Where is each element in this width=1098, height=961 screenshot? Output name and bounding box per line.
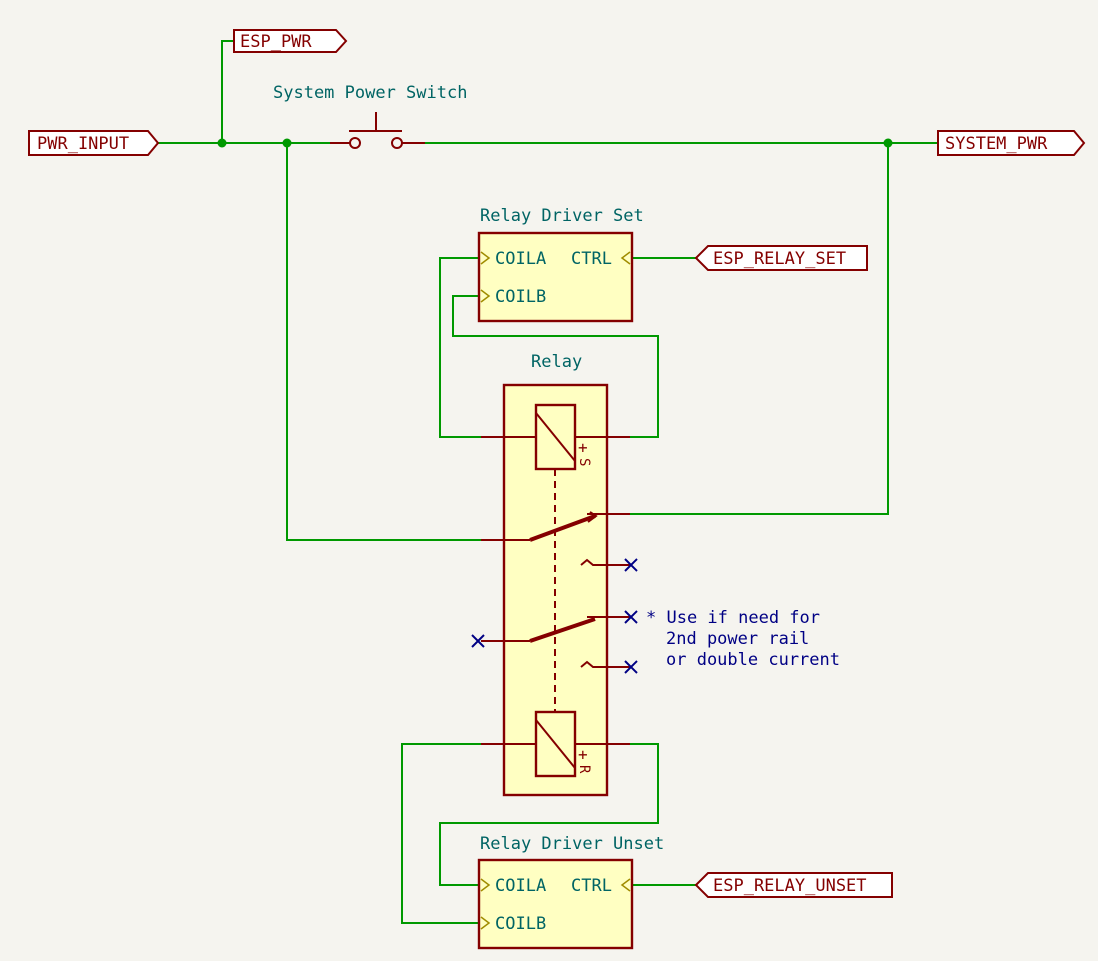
label-pwr-input-text: PWR_INPUT — [37, 134, 129, 154]
label-system-pwr[interactable]: SYSTEM_PWR — [937, 130, 1086, 156]
relay-title: Relay — [531, 352, 582, 372]
no-connect-marker[interactable] — [471, 634, 485, 648]
label-esp-relay-unset-text: ESP_RELAY_UNSET — [713, 876, 867, 896]
label-esp-pwr[interactable]: ESP_PWR — [233, 29, 348, 53]
driver-unset-pin-coilb: COILB — [495, 914, 546, 934]
label-pwr-input[interactable]: PWR_INPUT — [28, 130, 160, 156]
relay-driver-unset[interactable]: Relay Driver Unset COILA COILB CTRL — [477, 834, 664, 950]
design-note: * Use if need for 2nd power rail or doub… — [646, 608, 840, 670]
no-connect-marker[interactable] — [624, 610, 638, 624]
driver-set-pin-ctrl: CTRL — [571, 249, 612, 269]
relay-driver-set[interactable]: Relay Driver Set COILA COILB CTRL — [477, 206, 644, 323]
set-coil-plus: + — [578, 438, 588, 457]
wire-unset-coila[interactable] — [439, 743, 659, 886]
latching-relay[interactable]: Relay + S — [481, 352, 630, 797]
wire-esp-pwr[interactable] — [221, 40, 234, 143]
label-esp-pwr-text: ESP_PWR — [240, 32, 312, 52]
relay-reset-coil: + R — [481, 710, 630, 778]
wire-relay-common[interactable] — [286, 143, 481, 541]
relay-contact-1 — [481, 511, 630, 566]
label-esp-relay-set[interactable]: ESP_RELAY_SET — [694, 245, 868, 271]
junction-dot — [883, 138, 893, 148]
no-connect-marker[interactable] — [624, 558, 638, 572]
relay-set-coil: + S — [481, 403, 630, 471]
label-esp-relay-unset[interactable]: ESP_RELAY_UNSET — [694, 872, 893, 898]
relay-contact-2 — [481, 616, 630, 668]
driver-set-pin-coila: COILA — [495, 249, 546, 269]
no-connect-marker[interactable] — [624, 660, 638, 674]
junction-dot — [217, 138, 227, 148]
note-line-1: * Use if need for — [646, 608, 820, 628]
driver-set-pin-coilb: COILB — [495, 287, 546, 307]
reset-coil-plus: + — [578, 745, 588, 764]
driver-unset-title: Relay Driver Unset — [480, 834, 664, 854]
system-power-switch[interactable]: System Power Switch — [273, 83, 467, 149]
wire-set-coila[interactable] — [439, 257, 481, 438]
driver-set-title: Relay Driver Set — [480, 206, 644, 226]
reset-coil-mark: R — [576, 765, 592, 774]
wire-unset-coilb[interactable] — [401, 743, 481, 924]
label-esp-relay-set-text: ESP_RELAY_SET — [713, 249, 846, 269]
switch-title: System Power Switch — [273, 83, 467, 103]
note-line-2: 2nd power rail — [666, 629, 809, 649]
wire-set-coilb[interactable] — [452, 295, 659, 438]
note-line-3: or double current — [666, 650, 840, 670]
junctions — [217, 138, 893, 148]
wires — [158, 40, 938, 924]
driver-unset-pin-coila: COILA — [495, 876, 546, 896]
driver-unset-pin-ctrl: CTRL — [571, 876, 612, 896]
junction-dot — [282, 138, 292, 148]
wire-relay-no[interactable] — [630, 143, 889, 515]
set-coil-mark: S — [576, 458, 592, 466]
label-system-pwr-text: SYSTEM_PWR — [945, 134, 1048, 154]
no-connect-flags — [471, 558, 638, 674]
